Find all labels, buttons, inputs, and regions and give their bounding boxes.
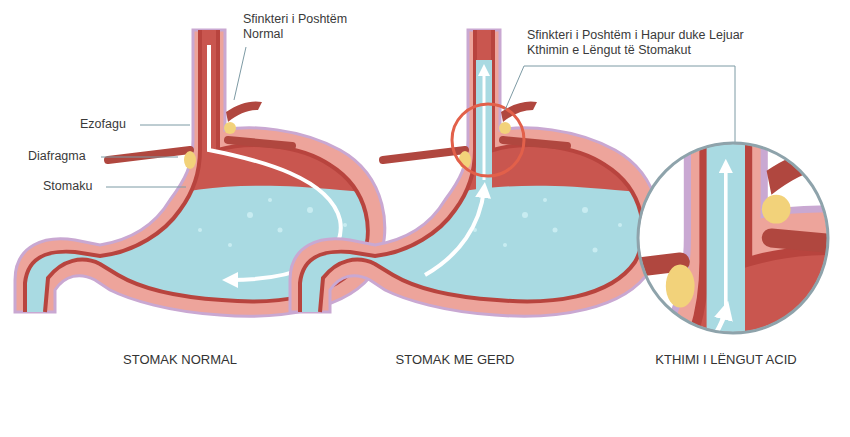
panel-caption: KTHIMI I LËNGUT ACID [606, 352, 846, 367]
part-label: Stomaku [43, 179, 105, 194]
panel-caption: STOMAK ME GERD [355, 352, 555, 367]
part-label: Sfinkteri i Poshtëm Normal [243, 12, 383, 42]
part-label: Diafragma [28, 149, 100, 164]
callout-label: Sfinkteri i Poshtëm i Hapur duke Lejuar … [527, 28, 763, 58]
part-label: Ezofagu [80, 117, 138, 132]
panel-caption: STOMAK NORMAL [80, 352, 280, 367]
